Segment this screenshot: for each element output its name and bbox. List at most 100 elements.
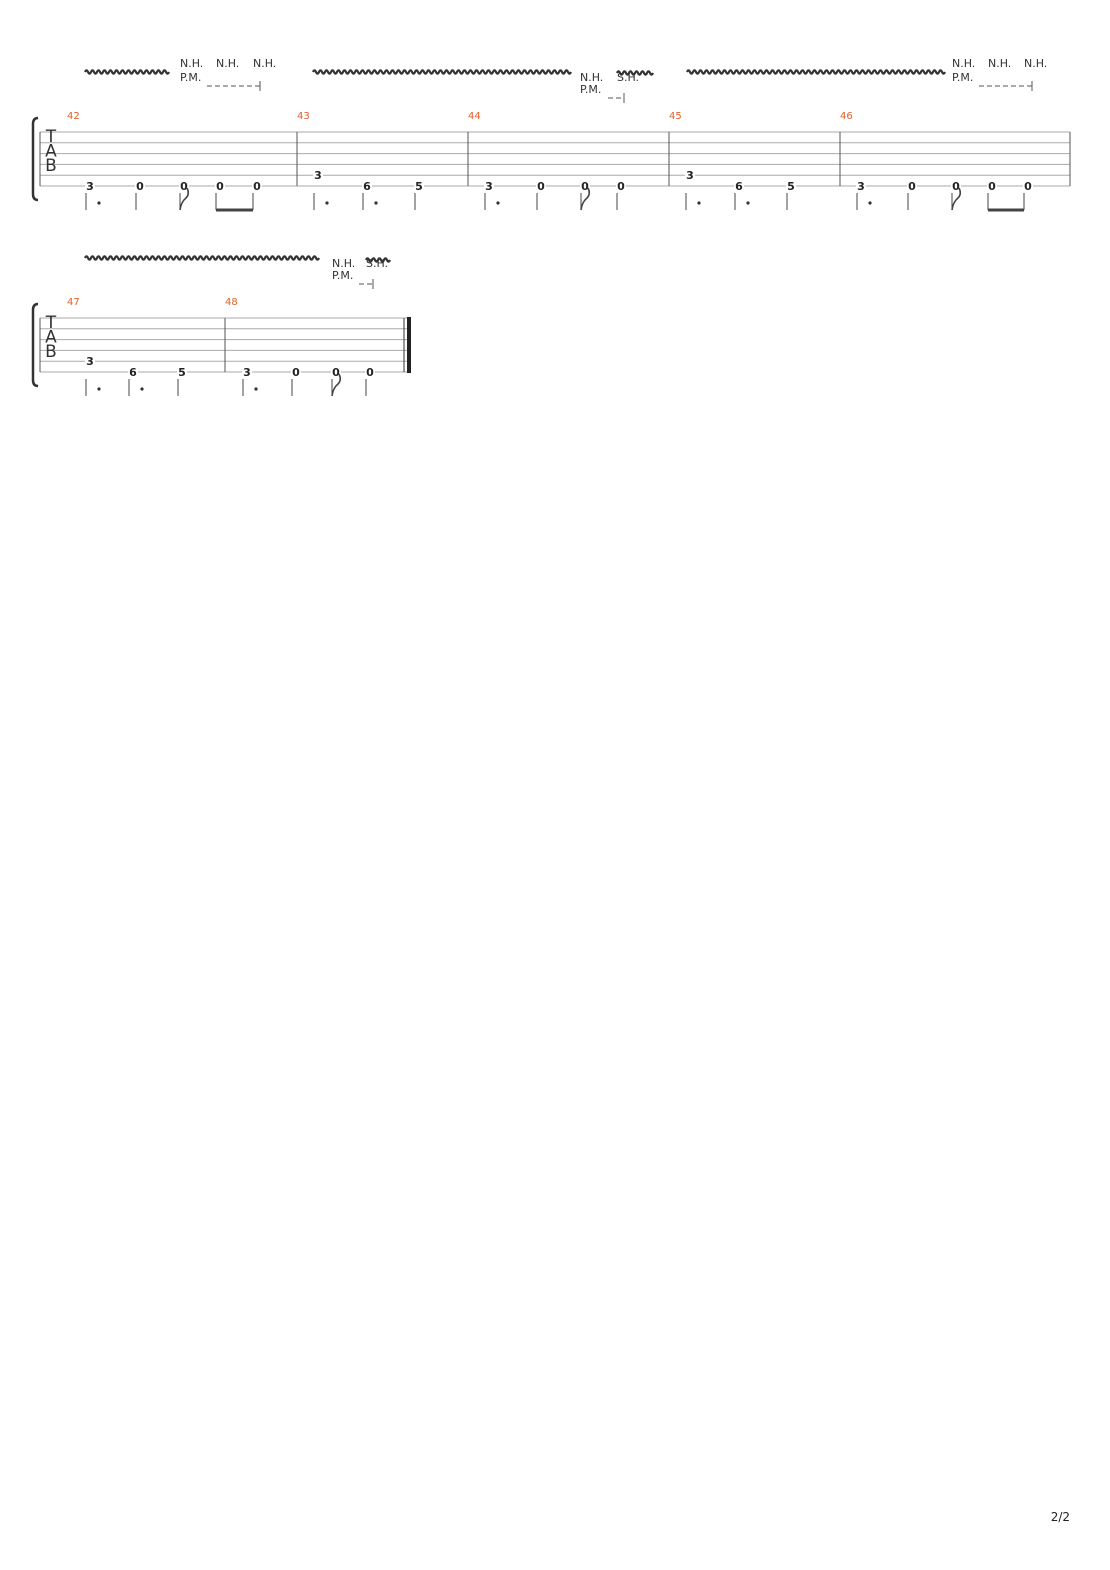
note-flag [179, 187, 190, 211]
fret-bg [1023, 180, 1033, 192]
fret-number: 0 [537, 180, 545, 193]
fret-number: 6 [129, 366, 137, 379]
fret-bg [580, 180, 590, 192]
fret-bg [616, 180, 626, 192]
fret-number: 5 [787, 180, 795, 193]
fret-number: 0 [253, 180, 261, 193]
fret-bg [484, 180, 494, 192]
natural-harmonic-label: N.H. [952, 57, 975, 70]
fret-bg [414, 180, 424, 192]
fret-bg [987, 180, 997, 192]
fret-number: 0 [136, 180, 144, 193]
palm-mute-label: P.M. [180, 71, 201, 84]
fret-number: 6 [363, 180, 371, 193]
measure: 44 3 0 0 0 [468, 111, 626, 211]
fret-bg [177, 366, 187, 378]
fret-bg [685, 169, 695, 182]
fret-number: 5 [415, 180, 423, 193]
duration-dot [97, 201, 101, 205]
tab-clef-letter: A [45, 328, 57, 348]
duration-dot [496, 201, 500, 205]
fret-bg [856, 180, 866, 192]
fret-number: 5 [178, 366, 186, 379]
palm-mute-label: P.M. [580, 83, 601, 96]
fret-number: 3 [485, 180, 493, 193]
duration-dot [868, 201, 872, 205]
vibrato-mark [365, 257, 391, 263]
tab-clef-letter: B [45, 156, 57, 176]
measure-number: 47 [67, 297, 80, 308]
fret-bg [128, 366, 138, 378]
duration-dot [325, 201, 329, 205]
natural-harmonic-label: N.H. [988, 57, 1011, 70]
measure-number: 48 [225, 297, 238, 308]
fret-number: 6 [735, 180, 743, 193]
fret-number: 0 [292, 366, 300, 379]
fret-number: 0 [180, 180, 188, 193]
duration-dot [140, 387, 144, 391]
measure-number: 46 [840, 111, 853, 122]
note-flag [951, 187, 962, 211]
duration-dot [254, 387, 258, 391]
duration-dot [746, 201, 750, 205]
duration-dot [697, 201, 701, 205]
note-flag [580, 187, 591, 211]
tab-clef-letter: B [45, 342, 57, 362]
fret-number: 3 [857, 180, 865, 193]
fret-number: 3 [86, 355, 94, 368]
vibrato-mark [84, 69, 170, 75]
natural-harmonic-label: N.H. [1024, 57, 1047, 70]
page-number: 2/2 [1050, 1510, 1070, 1524]
measure-number: 45 [669, 111, 682, 122]
fret-number: 3 [243, 366, 251, 379]
note-flag [331, 373, 342, 397]
fret-number: 0 [581, 180, 589, 193]
measure-number: 42 [67, 111, 80, 122]
natural-harmonic-label: N.H. [216, 57, 239, 70]
tab-clef-letter: T [45, 313, 57, 333]
fret-number: 0 [216, 180, 224, 193]
vibrato-mark [312, 69, 572, 75]
fret-bg [786, 180, 796, 192]
fret-bg [85, 180, 95, 192]
natural-harmonic-label: N.H. [580, 71, 603, 84]
vibrato-mark [616, 70, 654, 76]
palm-mute-label: P.M. [952, 71, 973, 84]
duration-dot [374, 201, 378, 205]
measure: 42 3 0 0 0 0 [67, 111, 262, 212]
measure: 47 3 6 5 [67, 297, 187, 396]
fret-bg [252, 180, 262, 192]
fret-bg [951, 180, 961, 192]
fret-bg [362, 180, 372, 192]
fret-bg [331, 366, 341, 378]
fret-bg [365, 366, 375, 378]
measure-number: 44 [468, 111, 481, 122]
fret-number: 3 [86, 180, 94, 193]
fret-number: 0 [952, 180, 960, 193]
fret-number: 0 [617, 180, 625, 193]
vibrato-mark [686, 69, 946, 75]
fret-number: 0 [908, 180, 916, 193]
natural-harmonic-label: N.H. [180, 57, 203, 70]
fret-bg [536, 180, 546, 192]
measure-number: 43 [297, 111, 310, 122]
fret-bg [215, 180, 225, 192]
fret-bg [179, 180, 189, 192]
tab-clef-letter: A [45, 142, 57, 162]
fret-bg [907, 180, 917, 192]
fret-bg [242, 366, 252, 378]
palm-mute-label: P.M. [332, 269, 353, 282]
fret-bg [734, 180, 744, 192]
vibrato-mark [84, 255, 320, 261]
fret-number: 0 [366, 366, 374, 379]
system-bracket [31, 116, 39, 202]
final-barline-thick [407, 317, 411, 373]
duration-dot [97, 387, 101, 391]
